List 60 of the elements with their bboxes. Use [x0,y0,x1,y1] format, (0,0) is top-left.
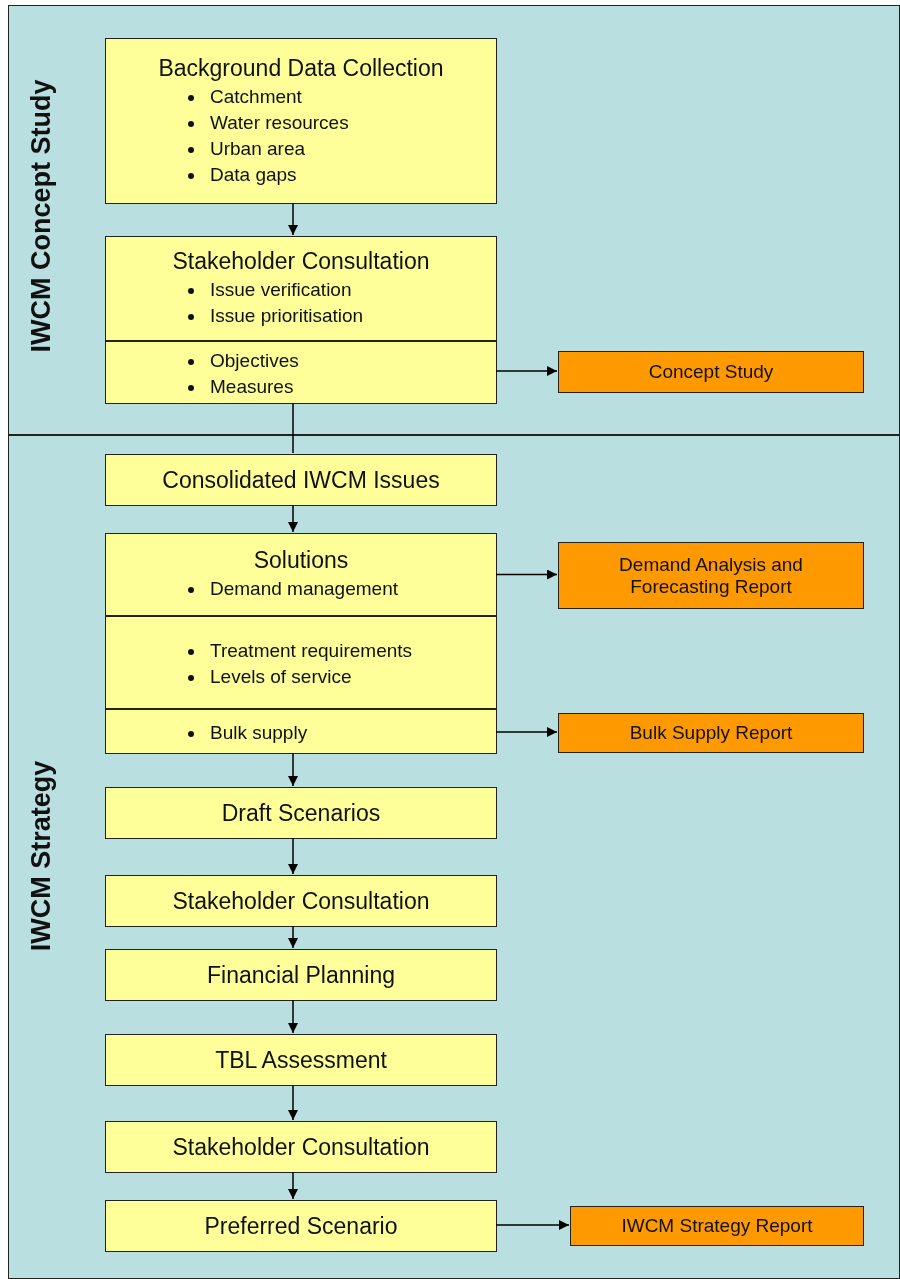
step-title: Consolidated IWCM Issues [162,466,440,494]
report-label: Concept Study [648,361,774,383]
step-title: Draft Scenarios [221,799,381,827]
step-title: Stakeholder Consultation [172,248,430,275]
arrow [288,1084,298,1121]
bullet-item: Demand management [210,578,398,599]
arrow [288,504,298,533]
step-title: Stakeholder Consultation [172,1133,430,1161]
arrow [495,569,558,580]
arrow [288,925,298,949]
connector-line [292,402,294,454]
report-box [570,1206,864,1246]
bullet-item: Levels of service [210,665,352,687]
bullet-item: Urban area [210,137,306,159]
arrow [288,837,298,875]
bullet-item: Objectives [210,349,299,371]
arrow [288,752,298,787]
bullet-item: Bulk supply [210,721,308,743]
process-box [105,875,497,927]
bullet-item: Issue verification [210,279,352,300]
phase-panel [8,5,900,435]
report-box [558,542,864,609]
arrow [288,202,298,236]
bullet-item: Data gaps [210,163,297,185]
process-box [105,454,497,506]
bullet-item: Catchment [210,85,302,107]
report-box [558,351,864,393]
step-title: TBL Assessment [215,1046,387,1074]
process-box [105,236,497,341]
process-box [105,533,497,616]
process-box [105,1034,497,1086]
bullet-item: Issue prioritisation [210,305,364,326]
bullet-item: Treatment requirements [210,639,413,661]
process-box [105,709,497,754]
step-title: Stakeholder Consultation [172,887,430,915]
phase-title: IWCM Strategy [25,760,57,952]
step-title: Background Data Collection [158,54,444,82]
arrow [288,1171,298,1200]
arrow [495,727,558,737]
process-box [105,38,497,204]
step-title: Solutions [253,547,349,574]
process-box [105,341,497,404]
process-box [105,1200,497,1252]
arrow [288,999,298,1034]
report-box [558,713,864,753]
bullet-item: Water resources [210,111,349,133]
process-box [105,949,497,1001]
process-box [105,787,497,839]
report-label: Demand Analysis and Forecasting Report [618,553,804,598]
phase-title: IWCM Concept Study [25,79,57,353]
process-box [105,616,497,709]
process-box [105,1121,497,1173]
step-title: Financial Planning [207,961,395,989]
bullet-item: Measures [210,375,294,397]
report-label: IWCM Strategy Report [621,1215,813,1237]
report-label: Bulk Supply Report [629,722,793,744]
phase-panel [8,435,900,1279]
arrow [495,1220,570,1230]
step-title: Preferred Scenario [204,1212,398,1240]
arrow [495,366,558,376]
